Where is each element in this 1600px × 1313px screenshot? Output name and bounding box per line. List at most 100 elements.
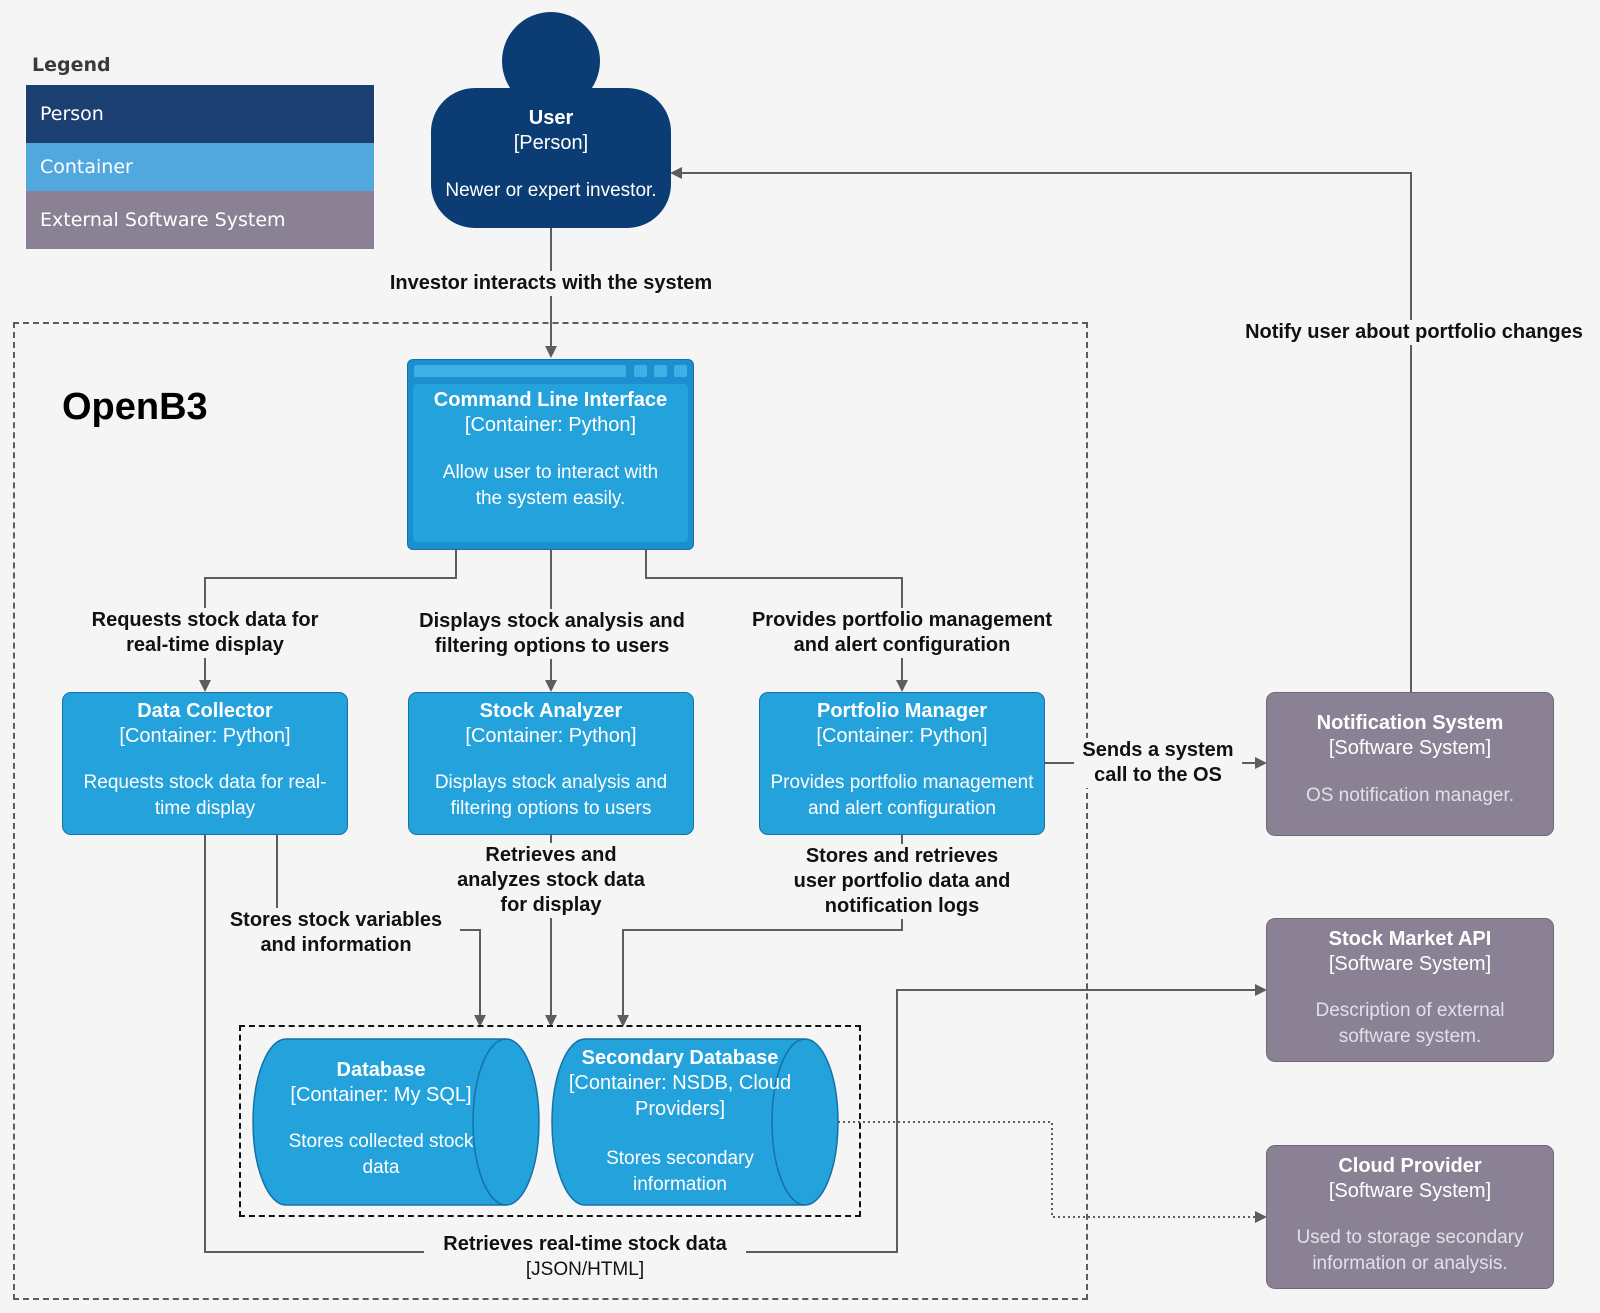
label-line: Requests stock data for <box>91 609 319 631</box>
label-cli-collector: Requests stock data for real-time displa… <box>70 608 340 658</box>
container-tech: [Container: Python] <box>464 414 637 436</box>
description-line: data <box>362 1157 400 1178</box>
cli-window-titlebar <box>414 365 626 377</box>
system-description: Description of external software system. <box>1267 998 1553 1050</box>
container-description: Requests stock data for real- time displ… <box>63 770 347 822</box>
container-description: Displays stock analysis and filtering op… <box>409 770 693 822</box>
label-line: notification logs <box>824 895 980 917</box>
label-line: Displays stock analysis and <box>419 610 685 632</box>
description-line: Requests stock data for real- <box>83 772 327 793</box>
container-command-line-interface[interactable]: Command Line Interface [Container: Pytho… <box>413 384 688 542</box>
label-line: call to the OS <box>1094 764 1222 786</box>
external-stock-market-api[interactable]: Stock Market API [Software System] Descr… <box>1266 918 1554 1062</box>
container-name: Command Line Interface <box>433 389 668 411</box>
description-line: software system. <box>1338 1026 1482 1047</box>
container-tech: [Container: Python] <box>119 725 291 747</box>
label-user-cli: Investor interacts with the system <box>376 271 726 296</box>
container-description: Provides portfolio management and alert … <box>760 770 1044 822</box>
label-line: and alert configuration <box>793 634 1011 656</box>
description-line: filtering options to users <box>450 798 652 819</box>
container-tech-line: [Container: NSDB, Cloud <box>568 1072 792 1094</box>
description-line: information or analysis. <box>1312 1253 1508 1274</box>
label-collector-api: Retrieves real-time stock data [JSON/HTM… <box>424 1232 746 1282</box>
container-data-collector[interactable]: Data Collector [Container: Python] Reque… <box>62 692 348 835</box>
legend-item-container: Container <box>26 143 374 191</box>
label-cli-portfolio: Provides portfolio management and alert … <box>742 608 1062 658</box>
system-name: Notification System <box>1316 712 1504 734</box>
container-name: Secondary Database <box>581 1047 779 1069</box>
container-portfolio-manager[interactable]: Portfolio Manager [Container: Python] Pr… <box>759 692 1045 835</box>
system-boundary <box>13 322 1088 1300</box>
label-line: Retrieves and <box>485 844 617 866</box>
person-description: Newer or expert investor. <box>445 180 657 201</box>
system-type: [Software System] <box>1328 953 1492 975</box>
label-analyzer-db: Retrieves and analyzes stock data for di… <box>440 843 662 918</box>
description-line: time display <box>154 798 256 819</box>
container-tech: [Container: Python] <box>465 725 637 747</box>
container-name: Data Collector <box>137 700 273 722</box>
label-line: Stores and retrieves <box>805 845 999 867</box>
label-notify-user: Notify user about portfolio changes <box>1232 320 1596 345</box>
label-portfolio-notification: Sends a system call to the OS <box>1074 738 1242 788</box>
label-line: Retrieves real-time stock data <box>424 1232 746 1257</box>
person-type: [Person] <box>513 132 589 154</box>
container-stock-analyzer[interactable]: Stock Analyzer [Container: Python] Displ… <box>408 692 694 835</box>
description-line: Allow user to interact with <box>442 462 659 483</box>
external-cloud-provider[interactable]: Cloud Provider [Software System] Used to… <box>1266 1145 1554 1289</box>
system-name: Stock Market API <box>1328 928 1492 950</box>
description-line: Provides portfolio management <box>770 772 1034 793</box>
description-line: Stores secondary <box>606 1148 754 1169</box>
label-portfolio-db: Stores and retrieves user portfolio data… <box>768 844 1036 919</box>
container-description: Stores secondary information <box>551 1146 809 1198</box>
label-tech: [JSON/HTML] <box>525 1259 645 1280</box>
system-type: [Software System] <box>1328 737 1492 759</box>
cylinder-shape-icon <box>551 1038 839 1206</box>
cli-window-button-icon <box>674 365 687 377</box>
container-name: Database <box>336 1059 426 1081</box>
cli-window-button-icon <box>634 365 647 377</box>
container-description: Allow user to interact with the system e… <box>413 460 688 512</box>
label-line: Provides portfolio management <box>751 609 1053 631</box>
system-name: Cloud Provider <box>1338 1155 1482 1177</box>
description-line: Stores collected stock <box>288 1131 474 1152</box>
system-boundary-title: OpenB3 <box>62 386 208 428</box>
container-name: Portfolio Manager <box>816 700 987 722</box>
person-name: User <box>528 107 574 129</box>
label-line: filtering options to users <box>434 635 670 657</box>
external-notification-system[interactable]: Notification System [Software System] OS… <box>1266 692 1554 836</box>
label-line: Sends a system <box>1082 739 1234 761</box>
database-group <box>239 1025 861 1217</box>
secondary-database-text: Secondary Database [Container: NSDB, Clo… <box>551 1046 839 1198</box>
label-line: user portfolio data and <box>793 870 1011 892</box>
container-tech: [Container: Python] <box>816 725 988 747</box>
label-line: and information <box>260 934 412 956</box>
label-line: for display <box>500 894 602 916</box>
legend-item-external-system: External Software System <box>26 191 374 249</box>
container-name: Stock Analyzer <box>479 700 623 722</box>
description-line: the system easily. <box>475 488 626 509</box>
description-line: information <box>633 1174 727 1195</box>
system-type: [Software System] <box>1328 1180 1492 1202</box>
description-line: and alert configuration <box>807 798 996 819</box>
cli-window-button-icon <box>654 365 667 377</box>
description-line: Used to storage secondary <box>1296 1227 1524 1248</box>
cylinder-shape-icon <box>252 1038 540 1206</box>
label-collector-db: Stores stock variables and information <box>212 908 460 958</box>
legend-title: Legend <box>32 54 111 76</box>
person-user[interactable]: User [Person] Newer or expert investor. <box>431 88 671 228</box>
label-cli-analyzer: Displays stock analysis and filtering op… <box>406 609 698 659</box>
legend-item-person: Person <box>26 85 374 143</box>
container-description: Stores collected stock data <box>252 1129 510 1181</box>
container-database[interactable]: Database [Container: My SQL] Stores coll… <box>252 1038 540 1206</box>
label-line: Stores stock variables <box>229 909 443 931</box>
container-tech-line: Providers] <box>634 1098 726 1120</box>
database-text: Database [Container: My SQL] Stores coll… <box>252 1058 540 1181</box>
label-line: real-time display <box>126 634 284 656</box>
container-tech: [Container: My SQL] <box>290 1084 472 1106</box>
label-line: analyzes stock data <box>457 869 645 891</box>
system-description: Used to storage secondary information or… <box>1267 1225 1553 1277</box>
system-description: OS notification manager. <box>1305 785 1515 806</box>
description-line: Description of external <box>1315 1000 1505 1021</box>
description-line: Displays stock analysis and <box>434 772 668 793</box>
container-secondary-database[interactable]: Secondary Database [Container: NSDB, Clo… <box>551 1038 839 1206</box>
